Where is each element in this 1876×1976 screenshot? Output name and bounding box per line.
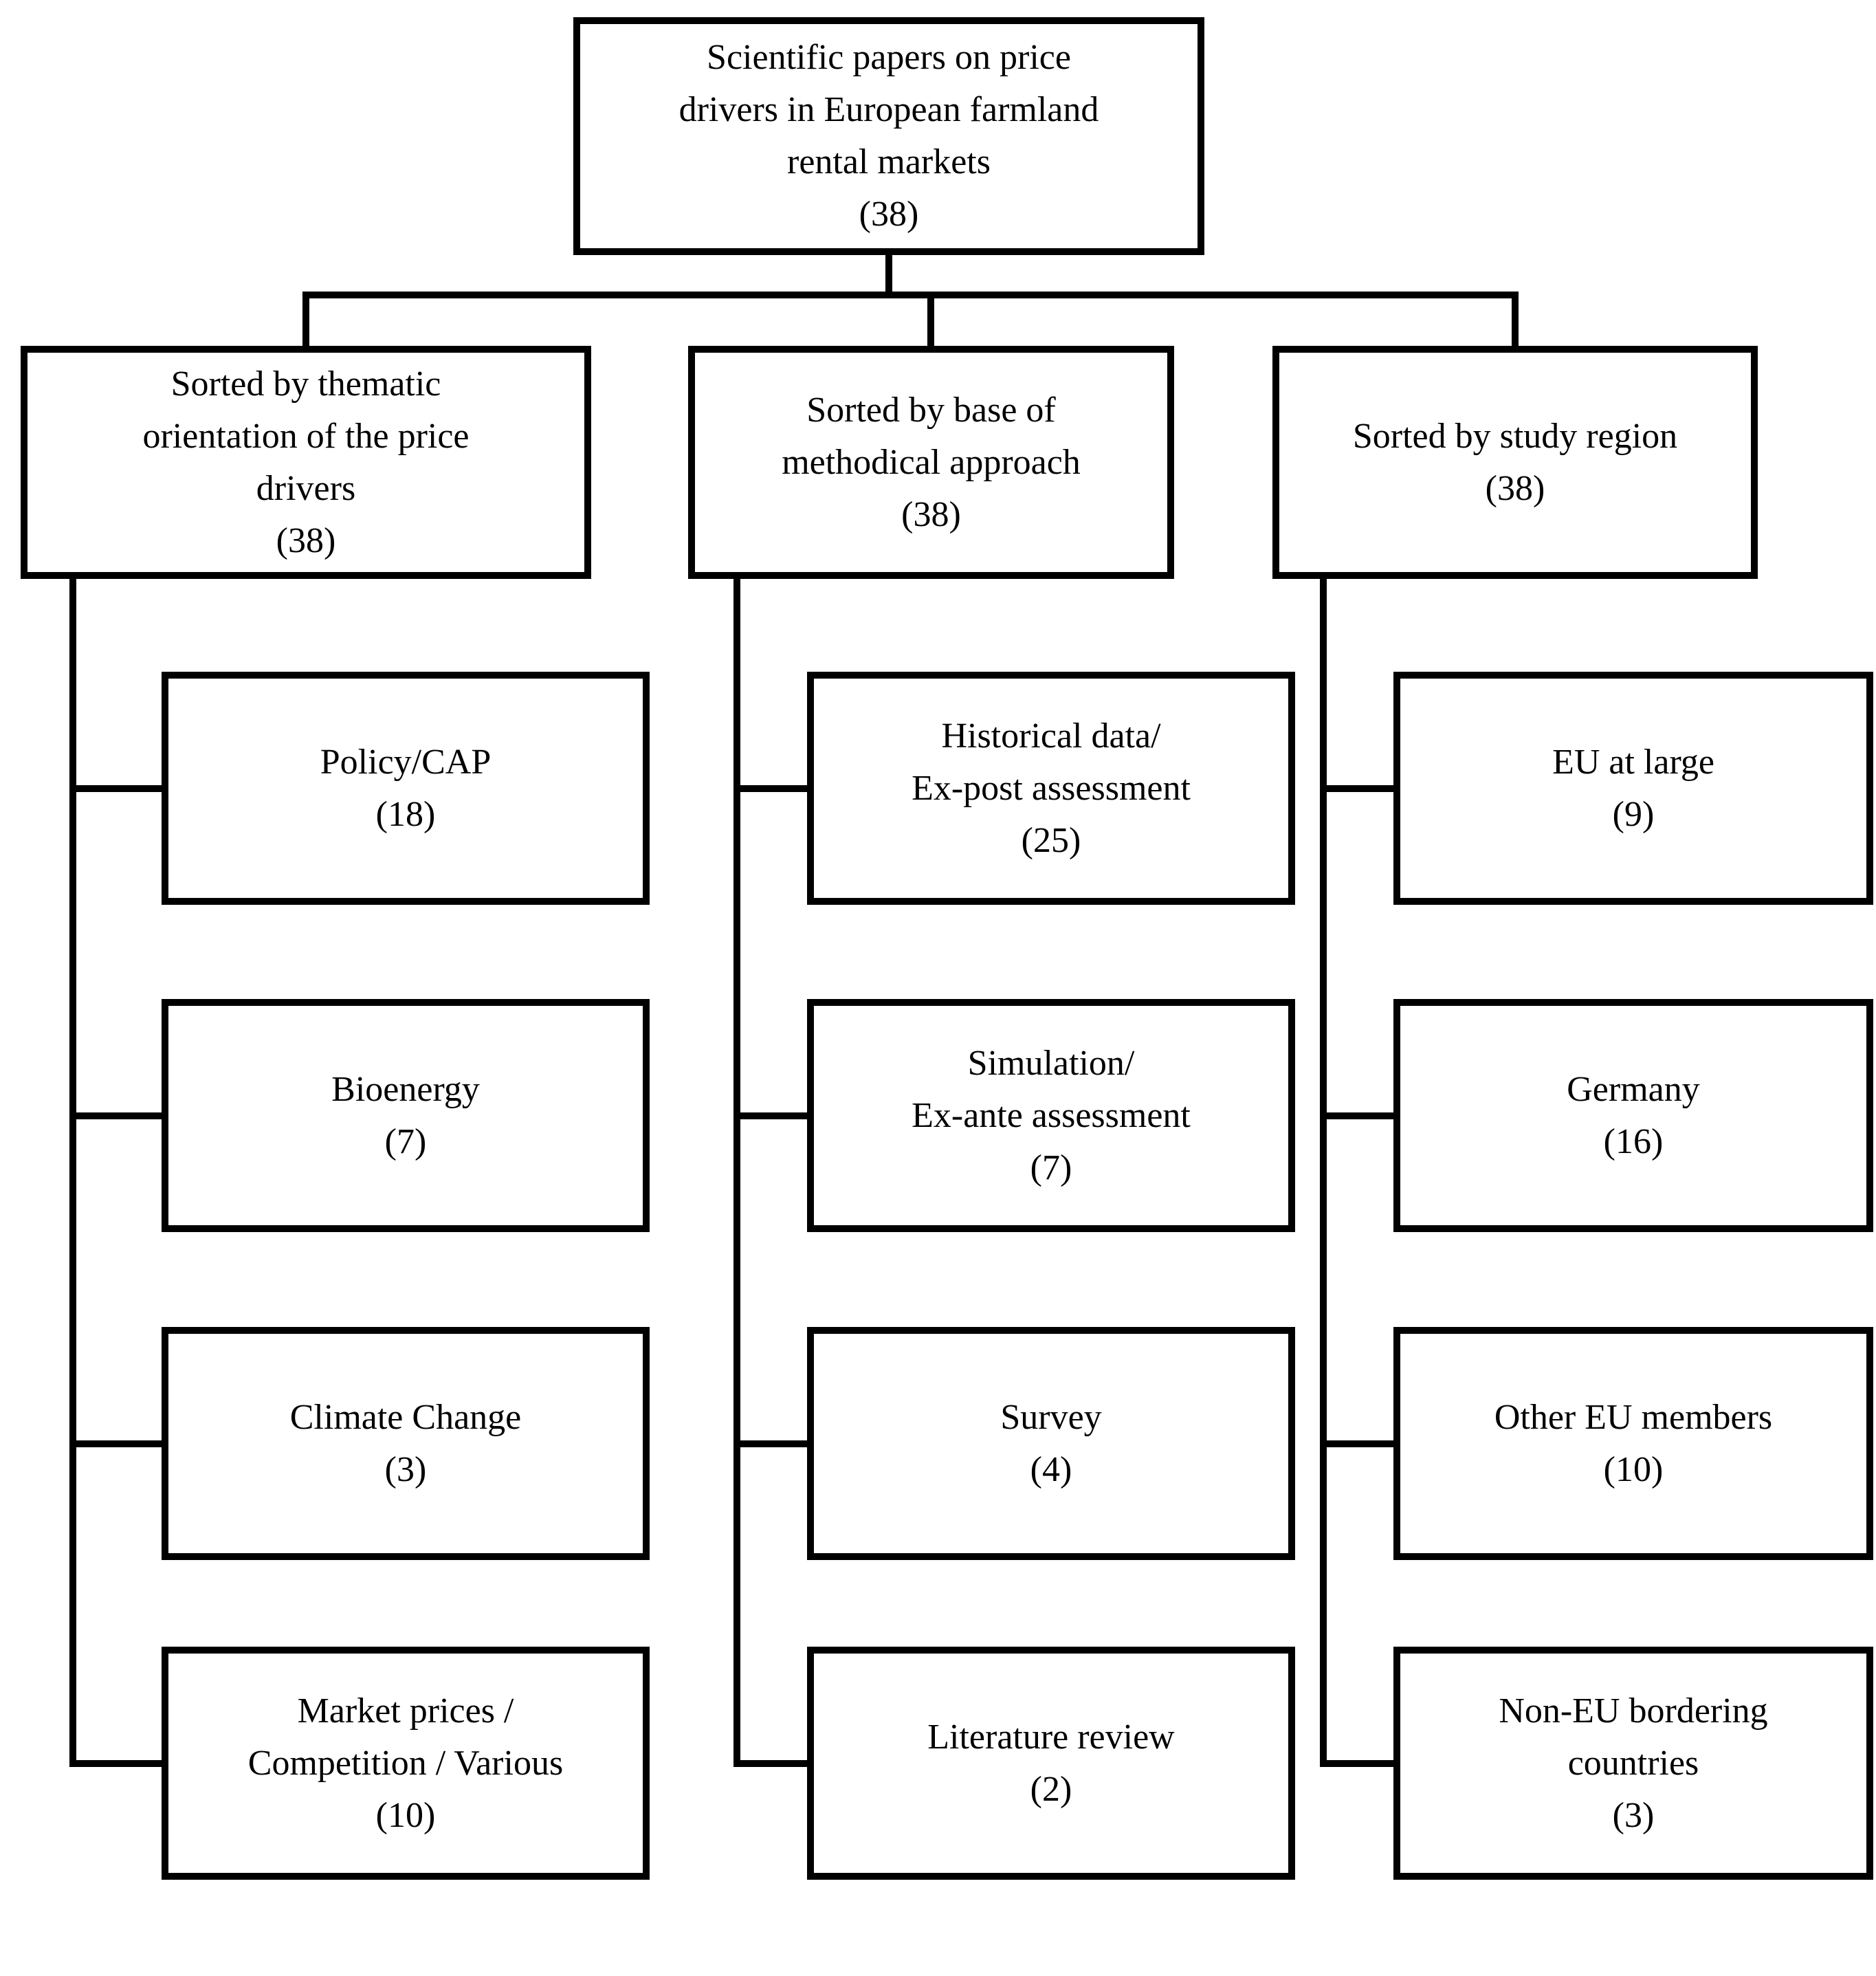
node-label-line: Historical data/ [941, 716, 1161, 756]
node-policy-cap: Policy/CAP (18) [162, 672, 650, 905]
stub-connector-col3-row2 [1320, 1112, 1397, 1119]
node-literature-review: Literature review (2) [807, 1647, 1295, 1880]
node-label-line: countries [1567, 1743, 1699, 1783]
stub-connector-col2-row3 [733, 1440, 810, 1447]
stub-connector-col3-row3 [1320, 1440, 1397, 1447]
node-label-line: Ex-post assessment [912, 768, 1191, 808]
node-label-line: Scientific papers on price [707, 38, 1071, 77]
node-label-line: Sorted by thematic [170, 364, 441, 404]
stub-connector-col2-row2 [733, 1112, 810, 1119]
node-count: (38) [859, 195, 919, 234]
node-sorted-by-methodical-approach: Sorted by base of methodical approach (3… [688, 346, 1174, 579]
node-historical-data-ex-post-assessment: Historical data/ Ex-post assessment (25) [807, 672, 1295, 905]
stub-connector-col1-row3 [69, 1440, 165, 1447]
node-sorted-by-study-region: Sorted by study region (38) [1272, 346, 1758, 579]
stub-connector-col1-row1 [69, 785, 165, 792]
node-label-line: drivers [256, 468, 356, 508]
node-label-line: rental markets [787, 142, 991, 182]
node-simulation-ex-ante-assessment: Simulation/ Ex-ante assessment (7) [807, 999, 1295, 1232]
node-label-line: Other EU members [1494, 1397, 1773, 1437]
node-germany: Germany (16) [1393, 999, 1873, 1232]
root-stem-connector [885, 252, 892, 298]
node-count: (2) [1030, 1769, 1072, 1809]
node-root: Scientific papers on price drivers in Eu… [573, 17, 1204, 255]
stub-connector-col1-row4 [69, 1760, 165, 1767]
branch-drop-connector-region [1512, 292, 1519, 353]
node-count: (9) [1612, 794, 1655, 834]
stub-connector-col1-row2 [69, 1112, 165, 1119]
branch-drop-connector-method [927, 292, 934, 353]
node-label-line: Germany [1567, 1069, 1700, 1109]
node-label-line: EU at large [1552, 742, 1714, 782]
node-count: (25) [1021, 820, 1081, 860]
node-non-eu-bordering-countries: Non-EU bordering countries (3) [1393, 1647, 1873, 1880]
spine-connector-col1 [69, 575, 76, 1767]
node-count: (4) [1030, 1449, 1072, 1489]
node-count: (18) [375, 794, 436, 834]
spine-connector-col2 [733, 575, 740, 1767]
node-sorted-by-thematic-orientation: Sorted by thematic orientation of the pr… [21, 346, 591, 579]
stub-connector-col2-row4 [733, 1760, 810, 1767]
node-other-eu-members: Other EU members (10) [1393, 1327, 1873, 1560]
node-label-line: Survey [1000, 1397, 1102, 1437]
node-label-line: Non-EU bordering [1499, 1691, 1768, 1731]
node-label-line: Market prices / [297, 1691, 514, 1731]
node-count: (3) [1612, 1795, 1655, 1835]
spine-connector-col3 [1320, 575, 1327, 1767]
stub-connector-col3-row1 [1320, 785, 1397, 792]
node-label-line: Climate Change [289, 1397, 522, 1437]
node-bioenergy: Bioenergy (7) [162, 999, 650, 1232]
node-label-line: Bioenergy [331, 1069, 480, 1109]
node-label-line: Competition / Various [247, 1743, 564, 1783]
node-count: (3) [384, 1449, 427, 1489]
node-label-line: methodical approach [782, 442, 1081, 482]
node-count: (38) [901, 494, 961, 534]
node-label-line: Policy/CAP [320, 742, 492, 782]
node-count: (10) [375, 1795, 436, 1835]
branch-drop-connector-thematic [302, 292, 309, 353]
stub-connector-col3-row4 [1320, 1760, 1397, 1767]
node-count: (16) [1603, 1121, 1664, 1161]
node-climate-change: Climate Change (3) [162, 1327, 650, 1560]
node-label-line: Sorted by base of [806, 390, 1056, 430]
node-label-line: Ex-ante assessment [912, 1095, 1191, 1135]
node-label-line: Simulation/ [967, 1043, 1135, 1083]
node-count: (10) [1603, 1449, 1664, 1489]
node-label-line: Sorted by study region [1352, 416, 1678, 456]
node-count: (38) [1485, 468, 1545, 508]
node-market-prices-competition-various: Market prices / Competition / Various (1… [162, 1647, 650, 1880]
branch-horizontal-connector [302, 292, 1519, 298]
node-label-line: orientation of the price [142, 416, 470, 456]
node-eu-at-large: EU at large (9) [1393, 672, 1873, 905]
node-survey: Survey (4) [807, 1327, 1295, 1560]
node-count: (7) [1030, 1148, 1072, 1187]
node-count: (7) [384, 1121, 427, 1161]
node-label-line: drivers in European farmland [678, 90, 1099, 129]
node-label-line: Literature review [927, 1717, 1175, 1757]
node-count: (38) [276, 520, 336, 560]
stub-connector-col2-row1 [733, 785, 810, 792]
